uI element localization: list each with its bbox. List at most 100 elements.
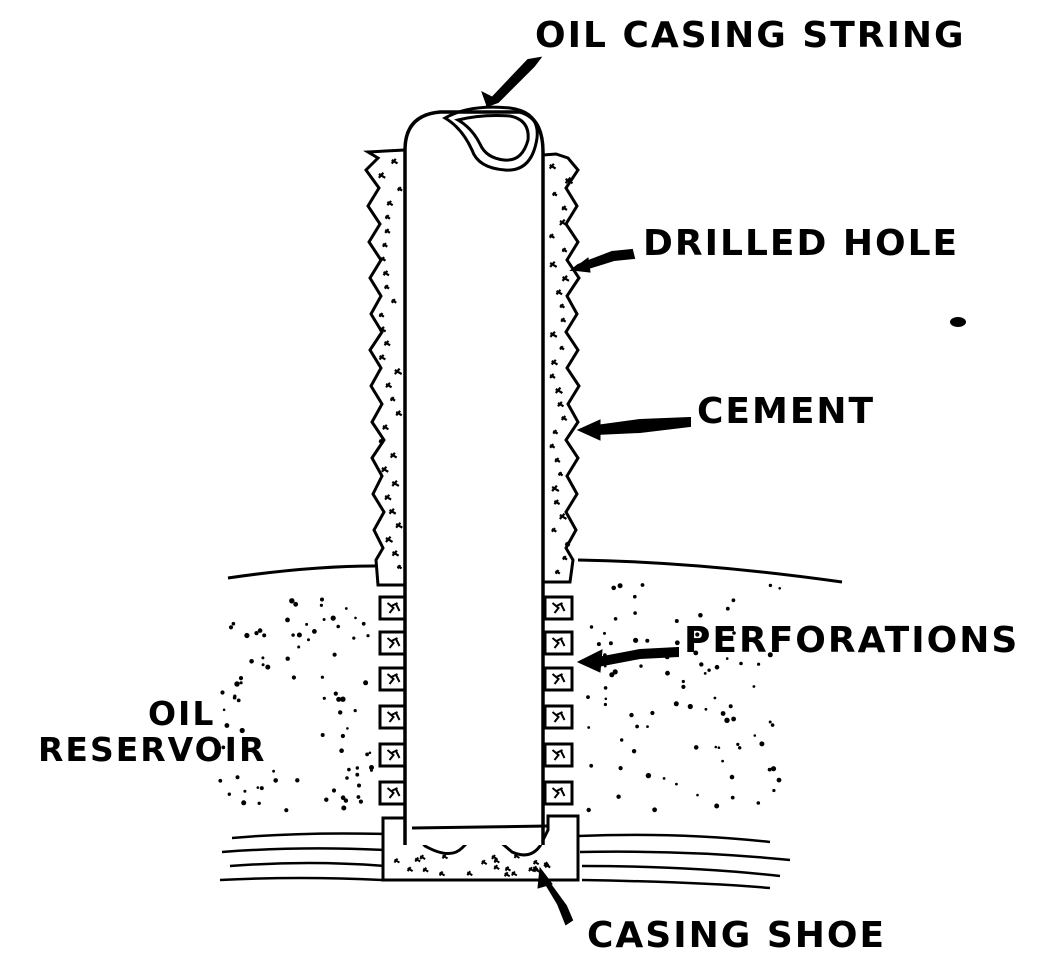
- cement-mark: [395, 522, 403, 529]
- sand-speckle: [646, 725, 649, 728]
- right-perforation-blocks: [543, 595, 574, 806]
- sand-speckle: [355, 772, 360, 777]
- perforation-mark: [551, 749, 566, 761]
- shoe-mark: [419, 854, 426, 860]
- sand-speckle: [330, 615, 336, 621]
- cement-mark: [554, 569, 561, 575]
- sand-speckle: [586, 695, 590, 699]
- cement-mark: [564, 541, 571, 547]
- cement-mark: [384, 494, 392, 501]
- cement-mark: [559, 303, 566, 309]
- sand-speckle: [336, 624, 341, 629]
- shoe-mark: [414, 856, 421, 863]
- sand-speckle: [703, 672, 707, 675]
- cement-mark: [549, 443, 556, 449]
- cement-mark: [551, 527, 557, 533]
- sand-speckle: [285, 656, 290, 661]
- sand-speckle: [289, 598, 295, 604]
- sand-speckle: [645, 772, 652, 779]
- sand-speckle: [218, 778, 223, 783]
- sand-speckle: [728, 704, 733, 709]
- sand-speckle: [770, 766, 777, 772]
- shoe-mark: [504, 865, 512, 872]
- sand-speckle: [665, 670, 670, 676]
- cement-mark: [548, 233, 555, 239]
- sand-speckle: [752, 685, 756, 688]
- sand-speckle: [222, 708, 226, 712]
- sand-speckle: [336, 696, 342, 702]
- sand-speckle: [256, 786, 260, 789]
- arrows: [481, 56, 691, 926]
- cement-mark: [559, 345, 565, 351]
- sand-speckle: [344, 607, 348, 610]
- sand-speckle: [293, 601, 299, 607]
- cement-mark: [552, 429, 559, 435]
- sand-speckle: [249, 659, 254, 664]
- cement-mark: [379, 326, 387, 333]
- sand-speckle: [259, 786, 264, 791]
- sand-speckle: [753, 734, 757, 737]
- cement-mark: [554, 457, 561, 463]
- cement-mark: [385, 382, 393, 389]
- sand-speckle: [358, 799, 363, 804]
- sand-speckle: [291, 675, 296, 680]
- sand-speckle: [714, 745, 718, 749]
- cement-mark: [393, 367, 403, 376]
- cement-mark: [549, 260, 558, 268]
- sand-speckle: [296, 632, 302, 638]
- cement-mark: [549, 373, 556, 379]
- sand-speckle: [693, 745, 699, 750]
- perforation-mark: [386, 637, 401, 649]
- cement-mark: [378, 438, 385, 444]
- cement-mark: [383, 284, 390, 290]
- sand-speckle: [714, 664, 720, 670]
- sand-speckle: [713, 696, 717, 700]
- sand-speckle: [587, 726, 591, 729]
- shoe-mark: [511, 870, 518, 877]
- sand-speckle: [320, 675, 324, 679]
- sand-speckle: [220, 690, 225, 695]
- sand-speckle: [347, 767, 351, 772]
- cement-mark: [560, 317, 567, 323]
- cement-mark: [561, 247, 568, 253]
- sand-speckle: [354, 616, 357, 620]
- sand-speckle: [767, 767, 772, 772]
- sand-speckle: [291, 633, 295, 637]
- sand-speckle: [674, 640, 680, 646]
- cement-mark: [391, 550, 400, 557]
- shoe-mark: [528, 866, 535, 873]
- sand-speckle: [273, 778, 279, 783]
- reservoir-top-boundary: [227, 558, 843, 584]
- sand-speckle: [618, 766, 623, 771]
- sand-speckle: [714, 803, 720, 809]
- sand-speckle: [361, 621, 366, 626]
- sand-speckle: [589, 763, 594, 768]
- cement-mark: [559, 512, 568, 520]
- sand-speckle: [356, 795, 361, 799]
- sand-speckle: [603, 631, 606, 635]
- cement-mark: [389, 396, 396, 402]
- sand-speckle: [261, 663, 265, 667]
- sand-speckle: [340, 696, 346, 702]
- perforation-mark: [551, 673, 566, 685]
- sand-speckle: [650, 710, 655, 716]
- sand-speckle: [238, 676, 244, 681]
- sand-speckle: [355, 766, 359, 770]
- sand-speckle: [236, 698, 241, 703]
- sand-speckle: [732, 631, 736, 635]
- cement-mark: [380, 256, 387, 262]
- sand-speckle: [322, 696, 326, 700]
- shoe-mark: [532, 859, 540, 866]
- sand-speckle: [295, 778, 300, 783]
- sand-speckle: [724, 717, 730, 723]
- sand-speckle: [633, 611, 637, 615]
- sand-speckle: [363, 680, 369, 686]
- perforation-mark: [386, 749, 401, 761]
- cement-mark: [382, 242, 388, 248]
- sand-speckle: [254, 631, 259, 636]
- sand-speckle: [687, 703, 693, 710]
- sand-speckle: [698, 613, 703, 618]
- sand-speckle: [224, 723, 230, 728]
